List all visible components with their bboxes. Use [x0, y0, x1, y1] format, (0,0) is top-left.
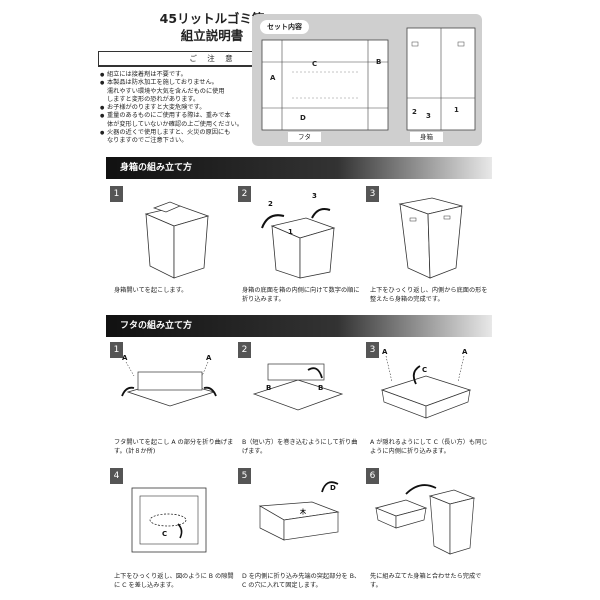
fold-arrow-icon	[203, 386, 217, 397]
set-contents-label: セット内容	[260, 20, 309, 34]
caution-item: 本製品は防水加工を施しておりません。	[100, 79, 330, 88]
svg-text:A: A	[462, 348, 468, 356]
lid-letter-c: C	[312, 60, 317, 68]
svg-text:2: 2	[268, 200, 273, 208]
caution-item-cont: 体が変形していないか確認の上ご使用ください。	[107, 120, 243, 128]
lid-step-6-text: 先に組み立てた身箱と合わせたら完成です。	[370, 573, 482, 589]
step-number: 3	[366, 342, 379, 358]
step-number: 2	[238, 186, 251, 202]
step-number: 1	[110, 186, 123, 202]
fold-arrow-icon	[412, 365, 421, 385]
caution-item: お子様がのりますと大変危険です。	[100, 104, 330, 113]
fold-arrow-icon	[177, 523, 183, 539]
lid-label: フタ	[288, 132, 321, 142]
caution-item: 重量のあるものにご使用する際は、重みで本	[100, 112, 330, 121]
title-line-1: 45リットルゴミ箱	[159, 11, 265, 26]
body-step-3-text: 上下をひっくり返し、内側から底面の形を整えたら身箱の完成です。	[370, 287, 488, 303]
fold-arrow-icon	[307, 367, 323, 379]
body-number-1: 1	[454, 106, 459, 114]
set-contents-diagram: A C B D 2 3 1	[261, 27, 476, 131]
svg-text:A: A	[206, 354, 212, 362]
caution-item-cont: 濡れやすい環境や大気を含んだものに使用	[107, 87, 225, 95]
body-step-2-text: 身箱の底面を箱の内側に向けて数字の順に折り込みます。	[242, 287, 360, 303]
lid-step-5-illustration: 木 D	[258, 481, 340, 541]
svg-text:C: C	[162, 530, 167, 538]
body-number-2: 2	[412, 108, 417, 116]
set-contents-panel: セット内容 A C B D 2 3 1 フタ 身箱	[252, 14, 482, 146]
caution-item: 火器の近くで使用しますと、火災の原因にも	[100, 129, 330, 138]
fold-arrow-icon	[121, 386, 135, 397]
lid-letter-b: B	[376, 58, 381, 66]
section-lid-heading: フタの組み立て方	[106, 315, 492, 337]
title-line-2: 組立説明書	[180, 28, 244, 43]
fold-arrow-icon	[321, 481, 339, 493]
svg-text:D: D	[330, 484, 336, 492]
body-step-1-illustration	[144, 201, 210, 279]
lid-step-3-illustration: A A C	[380, 348, 472, 419]
lid-step-2-illustration: B B	[252, 363, 344, 411]
lid-step-1-text: フタ開いてを起こし A の部分を折り曲げます。(計８か所)	[114, 439, 234, 455]
lid-step-6-illustration	[374, 484, 476, 555]
svg-text:A: A	[382, 348, 388, 356]
lid-step-4-text: 上下をひっくり返し、図のように B の隙間に C を差し込みます。	[114, 573, 234, 589]
svg-text:A: A	[122, 354, 128, 362]
page-title: 45リットルゴミ箱 組立説明書	[98, 10, 326, 44]
svg-text:木: 木	[299, 508, 307, 516]
section-body-heading: 身箱の組み立て方	[106, 157, 492, 179]
body-step-2-illustration: 2 3 1	[261, 192, 336, 279]
svg-text:B: B	[318, 384, 323, 392]
step-number: 5	[238, 468, 251, 484]
fold-arrow-icon	[311, 208, 331, 219]
step-number: 2	[238, 342, 251, 358]
caution-item-cont: しますと変形の恐れがあります。	[107, 95, 200, 103]
caution-item-cont: なりますのでご注意下さい。	[107, 137, 188, 145]
caution-list: 組立には接着剤は不要です。 本製品は防水加工を施しておりません。 濡れやすい環境…	[100, 71, 330, 146]
body-step-1-text: 身箱開いてを起こします。	[114, 287, 188, 294]
lid-letter-d: D	[300, 114, 306, 122]
svg-text:1: 1	[288, 228, 293, 236]
fold-arrow-icon	[261, 214, 285, 229]
lid-step-1-illustration: A A	[121, 354, 217, 407]
caution-item: 組立には接着剤は不要です。	[100, 71, 330, 80]
lid-letter-a: A	[270, 74, 276, 82]
svg-text:C: C	[422, 366, 427, 374]
step-number: 1	[110, 342, 123, 358]
svg-text:B: B	[266, 384, 271, 392]
step-number: 4	[110, 468, 123, 484]
body-step-3-illustration	[398, 197, 463, 279]
lid-step-3-text: A が隠れるようにして C（長い方）も同じように内側に折り込みます。	[370, 439, 488, 455]
caution-heading: ご 注 意	[99, 52, 327, 66]
fold-arrow-icon	[405, 484, 437, 495]
svg-text:3: 3	[312, 192, 317, 200]
body-number-3: 3	[426, 112, 431, 120]
lid-step-2-text: B（短い方）を巻き込むようにして折り曲げます。	[242, 439, 358, 455]
lid-step-5-text: D を内側に折り込み先端の突起部分を B、C の穴に入れて固定します。	[242, 573, 361, 589]
step-number: 6	[366, 468, 379, 484]
body-label: 身箱	[410, 132, 443, 142]
lid-step-4-illustration: C	[131, 487, 207, 553]
step-number: 3	[366, 186, 379, 202]
